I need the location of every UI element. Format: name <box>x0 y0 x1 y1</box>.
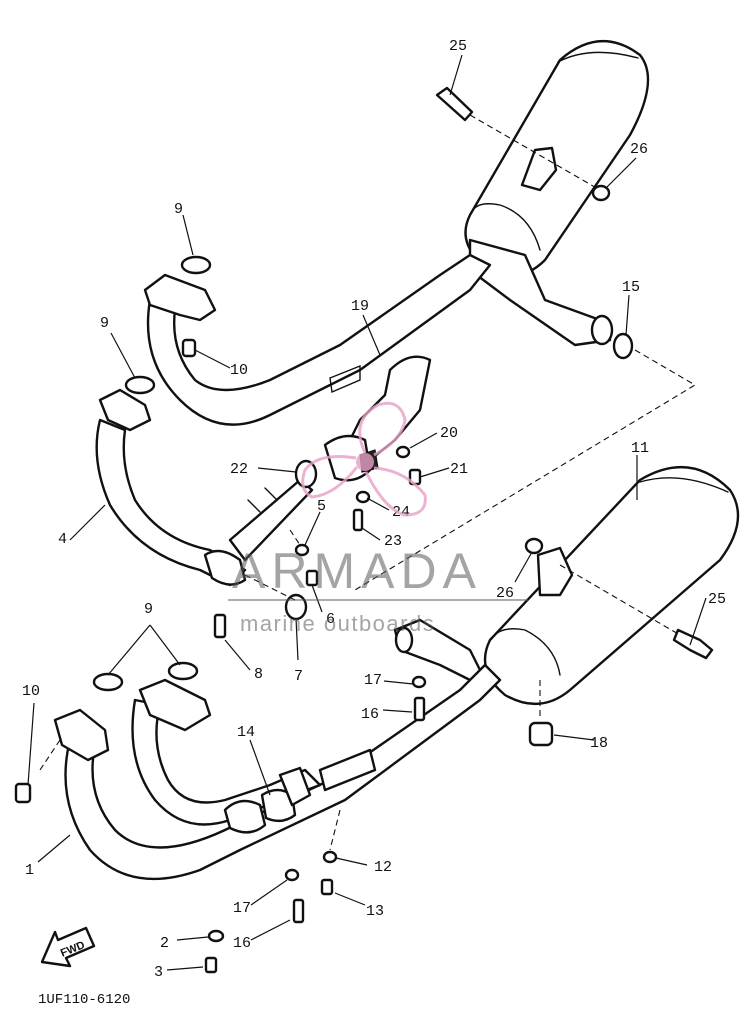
callout: 16 <box>361 706 379 723</box>
callout: 19 <box>351 298 369 315</box>
callout: 14 <box>237 724 255 741</box>
callouts: 25 26 9 9 10 19 15 11 20 21 22 24 23 5 4… <box>22 38 726 981</box>
callout: 5 <box>317 498 326 515</box>
callout: 8 <box>254 666 263 683</box>
watermark-brand: ARMADA <box>232 543 482 599</box>
callout: 12 <box>374 859 392 876</box>
callout: 18 <box>590 735 608 752</box>
callout: 9 <box>100 315 109 332</box>
leader-lines <box>27 54 707 971</box>
diagram-code: 1UF110-6120 <box>38 992 130 1008</box>
callout: 10 <box>230 362 248 379</box>
callout: 9 <box>144 601 153 618</box>
callout: 22 <box>230 461 248 478</box>
fwd-arrow-icon: FWD <box>40 926 96 968</box>
callout: 25 <box>708 591 726 608</box>
callout: 10 <box>22 683 40 700</box>
callout: 17 <box>364 672 382 689</box>
upper-header-pipe <box>143 253 492 426</box>
callout: 20 <box>440 425 458 442</box>
callout: 26 <box>496 585 514 602</box>
upper-muffler <box>464 40 650 347</box>
callout: 26 <box>630 141 648 158</box>
hardware <box>92 86 714 974</box>
callout: 9 <box>174 201 183 218</box>
header-pipe-4 <box>95 388 314 587</box>
lower-muffler <box>393 465 740 706</box>
callout: 6 <box>326 611 335 628</box>
callout: 4 <box>58 531 67 548</box>
callout: 11 <box>631 440 649 457</box>
callout: 16 <box>233 935 251 952</box>
callout: 3 <box>154 964 163 981</box>
callout: 7 <box>294 668 303 685</box>
callout: 23 <box>384 533 402 550</box>
assembly-lines <box>39 114 697 851</box>
callout: 2 <box>160 935 169 952</box>
callout: 17 <box>233 900 251 917</box>
armada-watermark: ARMADA marine outboards <box>228 401 528 636</box>
callout: 25 <box>449 38 467 55</box>
callout: 1 <box>25 862 34 879</box>
propeller-logo-icon <box>301 401 427 517</box>
callout: 15 <box>622 279 640 296</box>
callout: 13 <box>366 903 384 920</box>
lower-header-pipes <box>14 663 502 881</box>
watermark-tagline: marine outboards <box>240 611 435 636</box>
callout: 21 <box>450 461 468 478</box>
